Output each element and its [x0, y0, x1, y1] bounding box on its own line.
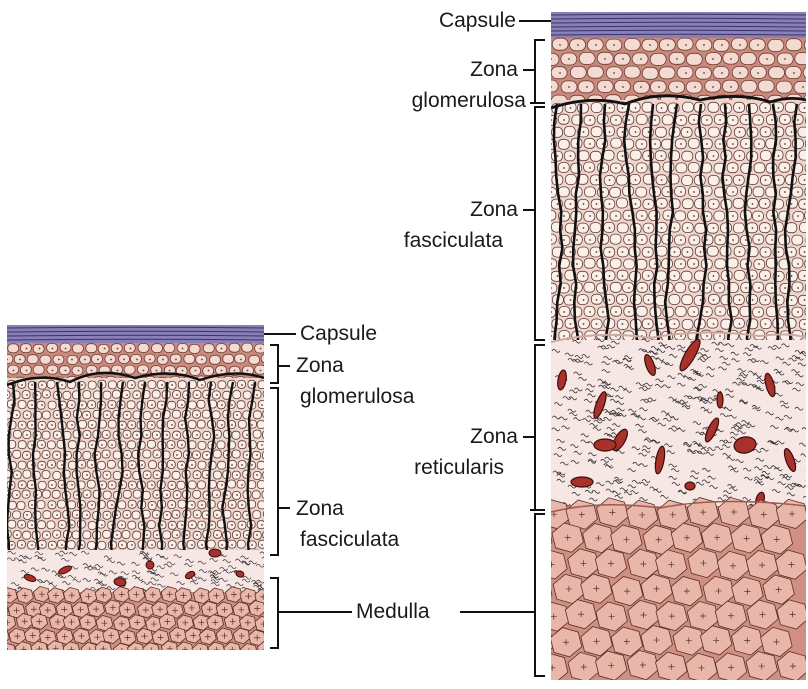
- large-medulla-bracket: [535, 514, 545, 676]
- large-brackets: [460, 21, 551, 676]
- small-fasciculata-label-line1: Zona: [296, 497, 344, 521]
- section-small: [0, 325, 274, 659]
- large-glomerulosa-label-line1: Zona: [380, 58, 518, 82]
- large-fasciculata-bracket: [535, 107, 545, 340]
- section-large: [520, 12, 808, 683]
- large-glomerulosa-label-line2: glomerulosa: [340, 89, 526, 113]
- small-glomerulosa-bracket: [270, 345, 278, 383]
- small-brackets: [264, 334, 352, 648]
- small-capsule-label: Capsule: [300, 322, 377, 346]
- small-glomerulosa-label-line1: Zona: [296, 354, 344, 378]
- large-fasciculata-label-line1: Zona: [380, 198, 518, 222]
- large-capsule-label: Capsule: [380, 9, 516, 33]
- small-fasciculata-bracket: [270, 388, 278, 555]
- large-reticularis-label-line1: Zona: [380, 425, 518, 449]
- large-glomerulosa-bracket: [535, 40, 545, 103]
- small-glomerulosa-label-line2: glomerulosa: [300, 385, 414, 409]
- large-reticularis-bracket: [535, 345, 545, 510]
- large-reticularis-label-line2: reticularis: [340, 456, 504, 480]
- small-medulla-bracket: [270, 578, 278, 648]
- small-fasciculata-label-line2: fasciculata: [300, 528, 399, 552]
- medulla-label: Medulla: [356, 600, 430, 624]
- large-fasciculata-label-line2: fasciculata: [340, 229, 503, 253]
